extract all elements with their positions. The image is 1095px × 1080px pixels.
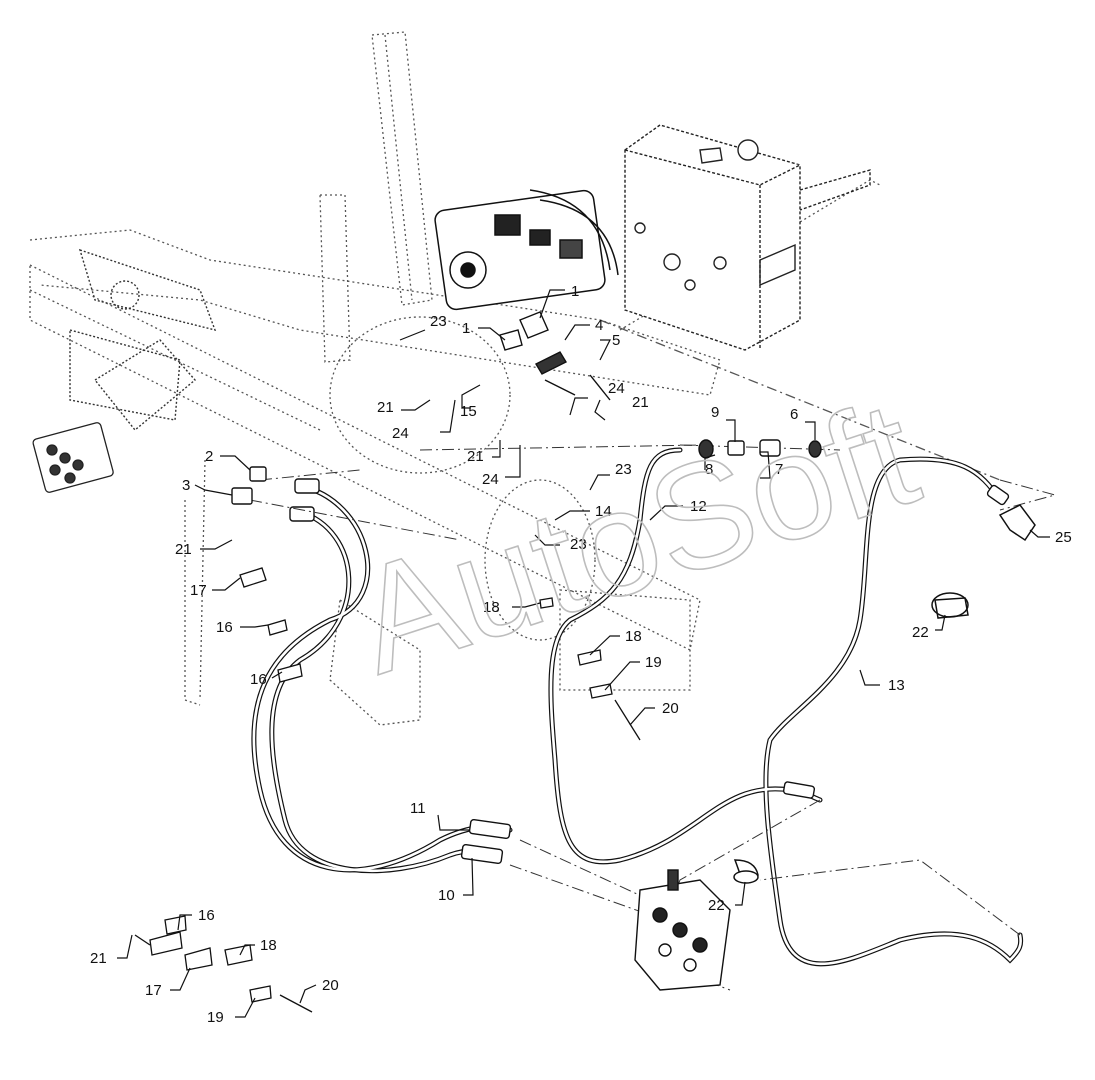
callout-21-a: 21 [377, 399, 394, 416]
callout-17-lower: 17 [145, 982, 162, 999]
fittings-2-3 [231, 466, 267, 505]
callout-19-right: 19 [645, 654, 662, 671]
callout-16-lower: 16 [198, 907, 215, 924]
hydraulic-tank [624, 124, 871, 351]
callout-18-right: 18 [625, 628, 642, 645]
callout-24-a: 24 [392, 425, 409, 442]
callout-23-b: 23 [615, 461, 632, 478]
bottom-valve-block [634, 869, 731, 991]
clamp-hardware [134, 567, 641, 1013]
pump-bolts [499, 311, 611, 401]
callout-3: 3 [182, 477, 190, 494]
callout-18-upper: 18 [483, 599, 500, 616]
callout-19-lower: 19 [207, 1009, 224, 1026]
callout-21-c: 21 [467, 448, 484, 465]
callout-25: 25 [1055, 529, 1072, 546]
callouts [117, 289, 1050, 1018]
callout-1-upper: 1 [571, 283, 579, 300]
callout-21-d: 21 [175, 541, 192, 558]
callout-16-middle: 16 [250, 671, 267, 688]
callout-7: 7 [775, 461, 783, 478]
callout-2: 2 [205, 448, 213, 465]
callout-21-b: 21 [632, 394, 649, 411]
callout-1-lower: 1 [462, 320, 470, 337]
callout-15: 15 [460, 403, 477, 420]
hydraulic-pump [434, 189, 619, 311]
axle-assembly [69, 248, 217, 431]
hose-inner-lines [252, 448, 1022, 966]
clamp-22-lower [733, 859, 759, 884]
callout-12: 12 [690, 498, 707, 515]
callout-5: 5 [612, 332, 620, 349]
callout-20-lower: 20 [322, 977, 339, 994]
callout-24-b: 24 [608, 380, 625, 397]
callout-9: 9 [711, 404, 719, 421]
callout-22-upper: 22 [912, 624, 929, 641]
callout-17-upper: 17 [190, 582, 207, 599]
callout-4: 4 [595, 317, 603, 334]
callout-24-c: 24 [482, 471, 499, 488]
callout-10: 10 [438, 887, 455, 904]
callout-18-lower: 18 [260, 937, 277, 954]
callout-21-e: 21 [90, 950, 107, 967]
callout-11: 11 [410, 800, 426, 817]
callout-14: 14 [595, 503, 612, 520]
left-valve-block [32, 422, 114, 493]
callout-20-right: 20 [662, 700, 679, 717]
callout-23-a: 23 [430, 313, 447, 330]
callout-23-c: 23 [570, 536, 587, 553]
callout-16-upper: 16 [216, 619, 233, 636]
clamp-22-upper [931, 592, 969, 619]
callout-22-lower: 22 [708, 897, 725, 914]
callout-6: 6 [790, 406, 798, 423]
callout-labels: 1 1 2 3 4 5 6 7 8 9 10 11 12 13 14 15 16… [90, 283, 1072, 1026]
callout-8: 8 [705, 461, 713, 478]
elbow-25 [998, 504, 1036, 542]
callout-13: 13 [888, 677, 905, 694]
